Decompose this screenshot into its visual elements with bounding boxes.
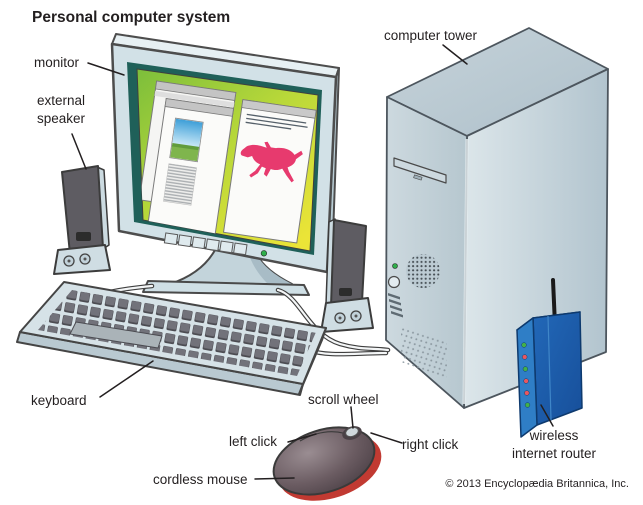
router-led (522, 366, 529, 372)
router-led (523, 378, 529, 384)
right-speaker-graphic (320, 218, 374, 333)
tower-vent-holes (401, 327, 447, 378)
label-external-speaker: external speaker (36, 93, 86, 126)
label-computer-tower: computer tower (384, 28, 478, 43)
router-led (524, 402, 531, 408)
leader-line-computer-tower (442, 44, 468, 65)
caption-text-lines (245, 113, 308, 130)
monitor-buttons (163, 232, 268, 257)
mouse-graphic (272, 426, 382, 501)
landscape-thumbnail (169, 117, 204, 163)
mouse-body (272, 426, 376, 496)
monitor-power-led (260, 250, 268, 257)
router-led (524, 390, 530, 396)
horse-graphic (240, 141, 303, 183)
leader-lines (71, 44, 554, 480)
router-graphic (516, 278, 583, 438)
label-cordless-mouse: cordless mouse (153, 472, 248, 487)
power-button (387, 275, 401, 289)
speaker-port (76, 232, 91, 241)
router-body (532, 311, 583, 426)
dvd-drive-slot (393, 157, 447, 184)
scroll-wheel-graphic (345, 426, 359, 438)
label-wireless-internet-router: wireless internet router (511, 428, 597, 461)
label-monitor: monitor (34, 55, 80, 70)
label-scroll-wheel: scroll wheel (308, 392, 379, 407)
leader-line-keyboard (99, 360, 154, 398)
keyboard-graphic (16, 281, 327, 396)
router-leds (521, 342, 531, 408)
tower-power-led (392, 263, 398, 269)
usb-ports (388, 293, 403, 318)
leader-line-scroll-wheel (350, 406, 354, 429)
router-led (522, 354, 528, 360)
monitor-graphic (110, 33, 340, 296)
left-speaker-graphic (53, 165, 111, 275)
copyright-notice: © 2013 Encyclopædia Britannica, Inc. (445, 478, 629, 490)
spacebar-key (69, 321, 163, 349)
speaker-port (339, 288, 352, 296)
leader-line-external-speaker (71, 133, 87, 170)
document-window (146, 98, 235, 238)
leader-line-left-click (287, 433, 317, 443)
leader-line-router (540, 404, 554, 427)
text-block (163, 163, 197, 206)
monitor-cable (276, 288, 390, 352)
leader-line-cordless-mouse (254, 477, 295, 480)
label-right-click: right click (402, 437, 459, 452)
label-left-click: left click (229, 434, 278, 449)
image-window (222, 99, 317, 244)
tower-speaker-grille (406, 254, 440, 288)
leader-line-right-click (370, 432, 403, 444)
label-keyboard: keyboard (31, 393, 87, 408)
speaker-base (320, 297, 374, 333)
leader-line-monitor (87, 62, 125, 76)
keyboard-keys (38, 290, 316, 376)
diagram-title: Personal computer system (32, 9, 231, 26)
router-led (521, 342, 527, 348)
